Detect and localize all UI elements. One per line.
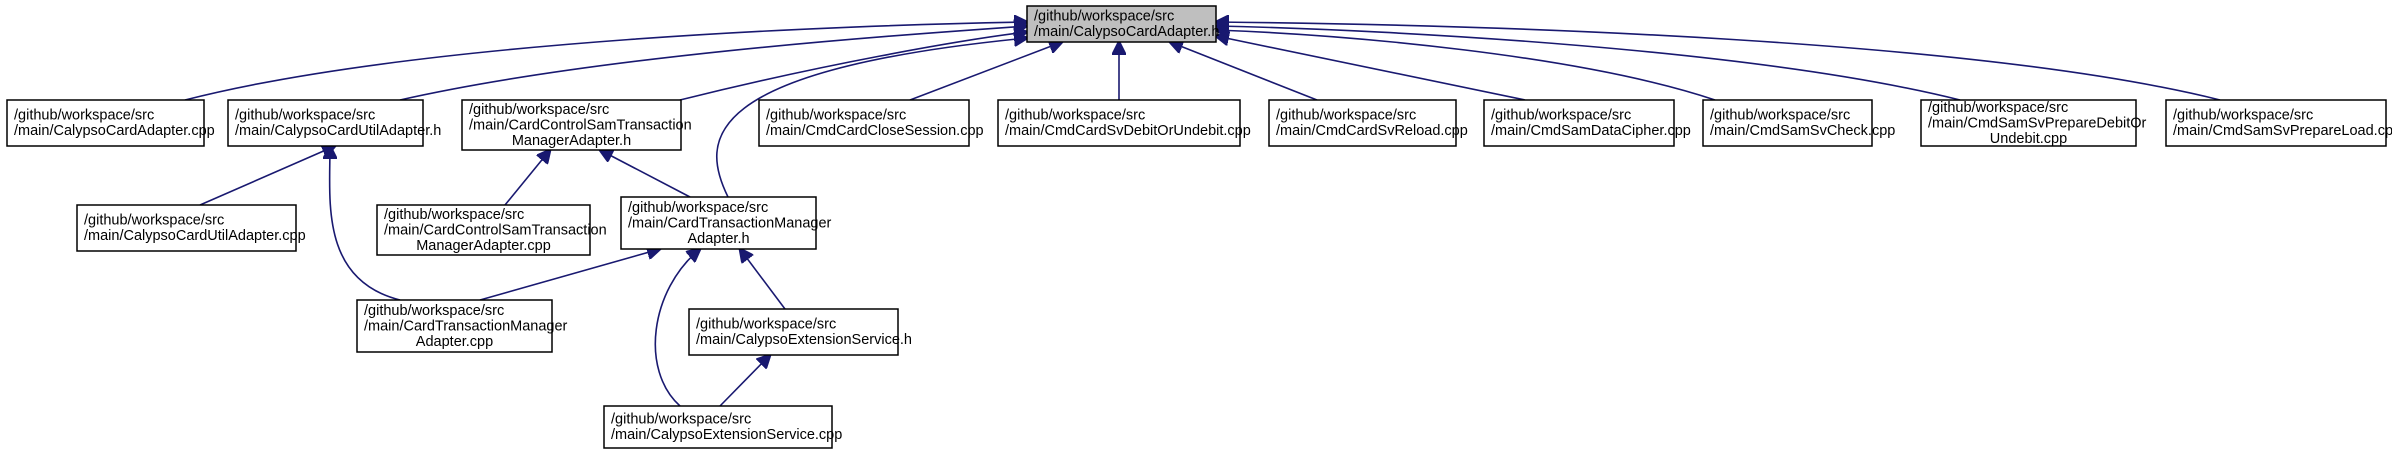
node-box [1920, 99, 2137, 147]
node-label-line: /github/workspace/src [235, 108, 375, 124]
node-n9[interactable]: /github/workspace/src/main/CmdSamSvPrepa… [1920, 99, 2147, 147]
node-label-line: /main/CalypsoCardUtilAdapter.cpp [84, 228, 306, 244]
edge-n12-n3 [504, 150, 550, 206]
nodes-layer: /github/workspace/src/main/CalypsoCardAd… [6, 5, 2392, 449]
edge-n13-n3 [600, 150, 691, 198]
node-label-line: /main/CardControlSamTransaction [384, 222, 607, 238]
edge-n15-n13 [740, 249, 786, 310]
node-label-line: /github/workspace/src [364, 303, 504, 319]
node-label-line: /main/CmdCardSvDebitOrUndebit.cpp [1005, 123, 1251, 139]
node-box [227, 99, 424, 147]
node-n1[interactable]: /github/workspace/src/main/CalypsoCardAd… [6, 99, 215, 147]
edge-n8-n0 [1216, 30, 1716, 101]
node-n13[interactable]: /github/workspace/src/main/CardTransacti… [620, 196, 832, 250]
node-n4[interactable]: /github/workspace/src/main/CmdCardCloseS… [758, 99, 984, 147]
node-label-line: /main/CmdSamSvPrepareLoad.cpp [2173, 123, 2392, 139]
edge-n4-n0 [909, 42, 1062, 101]
node-label-line: /github/workspace/src [2173, 108, 2313, 124]
node-label-line: /main/CardTransactionManager [628, 215, 832, 231]
node-label-line: /github/workspace/src [1928, 100, 2068, 116]
node-n16[interactable]: /github/workspace/src/main/CalypsoExtens… [603, 405, 842, 449]
node-label-line: /github/workspace/src [1710, 108, 1850, 124]
edge-n16-n15 [719, 355, 770, 407]
edge-n2-n0 [399, 26, 1027, 101]
node-box [461, 99, 682, 151]
node-label-line: /github/workspace/src [84, 213, 224, 229]
node-n8[interactable]: /github/workspace/src/main/CmdSamSvCheck… [1702, 99, 1895, 147]
node-n11[interactable]: /github/workspace/src/main/CalypsoCardUt… [76, 204, 306, 252]
node-n5[interactable]: /github/workspace/src/main/CmdCardSvDebi… [997, 99, 1251, 147]
node-n14[interactable]: /github/workspace/src/main/CardTransacti… [356, 299, 568, 353]
node-n2[interactable]: /github/workspace/src/main/CalypsoCardUt… [227, 99, 441, 147]
edge-n10-n0 [1216, 22, 2221, 101]
node-n0[interactable]: /github/workspace/src/main/CalypsoCardAd… [1026, 5, 1219, 43]
node-box [356, 299, 553, 353]
node-n3[interactable]: /github/workspace/src/main/CardControlSa… [461, 99, 692, 151]
node-box [1026, 5, 1217, 43]
node-box [758, 99, 970, 147]
edge-n7-n0 [1216, 36, 1526, 101]
node-label-line: /main/CardTransactionManager [364, 318, 568, 334]
node-label-line: Undebit.cpp [1990, 131, 2067, 147]
node-label-line: /github/workspace/src [1276, 108, 1416, 124]
edge-n11-n2 [199, 146, 335, 206]
node-box [620, 196, 817, 250]
node-label-line: /github/workspace/src [469, 102, 609, 118]
node-box [603, 405, 833, 449]
node-n15[interactable]: /github/workspace/src/main/CalypsoExtens… [688, 308, 912, 356]
node-label-line: /github/workspace/src [14, 108, 154, 124]
node-label-line: ManagerAdapter.cpp [416, 238, 551, 254]
node-label-line: /main/CardControlSamTransaction [469, 117, 692, 133]
node-box [6, 99, 205, 147]
node-label-line: /github/workspace/src [766, 108, 906, 124]
node-label-line: /main/CmdCardSvReload.cpp [1276, 123, 1468, 139]
node-n6[interactable]: /github/workspace/src/main/CmdCardSvRelo… [1268, 99, 1468, 147]
edge-n16-n13 [654, 249, 700, 407]
node-n10[interactable]: /github/workspace/src/main/CmdSamSvPrepa… [2165, 99, 2392, 147]
edge-n14-n2 [330, 146, 401, 301]
node-box [997, 99, 1241, 147]
node-label-line: /main/CalypsoExtensionService.cpp [611, 427, 842, 443]
edge-n3-n0 [679, 32, 1027, 101]
node-label-line: /github/workspace/src [1034, 9, 1174, 25]
node-label-line: /github/workspace/src [1005, 108, 1145, 124]
node-label-line: /main/CalypsoExtensionService.h [696, 332, 912, 348]
node-label-line: Adapter.h [687, 231, 749, 247]
node-label-line: /github/workspace/src [1491, 108, 1631, 124]
node-label-line: ManagerAdapter.h [512, 133, 631, 149]
edge-n1-n0 [184, 22, 1027, 101]
node-box [1702, 99, 1873, 147]
node-box [2165, 99, 2387, 147]
edge-n9-n0 [1216, 26, 1961, 101]
edge-n13-n0 [715, 38, 1027, 198]
node-label-line: Adapter.cpp [416, 334, 493, 350]
node-label-line: /github/workspace/src [628, 200, 768, 216]
edges-layer [184, 22, 2221, 407]
node-box [376, 204, 591, 256]
node-label-line: /main/CalypsoCardAdapter.h [1034, 24, 1219, 40]
node-box [1483, 99, 1675, 147]
node-box [76, 204, 297, 252]
node-label-line: /main/CalypsoCardAdapter.cpp [14, 123, 215, 139]
node-label-line: /github/workspace/src [384, 207, 524, 223]
edge-n14-n13 [479, 249, 660, 301]
node-box [688, 308, 899, 356]
node-label-line: /main/CalypsoCardUtilAdapter.h [235, 123, 441, 139]
node-n12[interactable]: /github/workspace/src/main/CardControlSa… [376, 204, 607, 256]
node-label-line: /main/CmdSamSvCheck.cpp [1710, 123, 1895, 139]
node-label-line: /github/workspace/src [611, 412, 751, 428]
node-label-line: /github/workspace/src [696, 317, 836, 333]
edge-n6-n0 [1170, 42, 1318, 101]
node-box [1268, 99, 1457, 147]
node-label-line: /main/CmdSamSvPrepareDebitOr [1928, 115, 2147, 131]
node-n7[interactable]: /github/workspace/src/main/CmdSamDataCip… [1483, 99, 1691, 147]
node-label-line: /main/CmdSamDataCipher.cpp [1491, 123, 1691, 139]
node-label-line: /main/CmdCardCloseSession.cpp [766, 123, 984, 139]
